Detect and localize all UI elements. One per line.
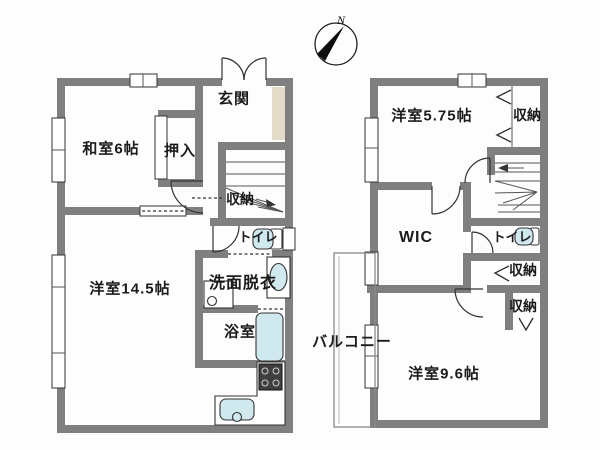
toilet-icon-1f [252,228,283,250]
room-label-toilet-1f: トイレ [238,229,278,245]
floor1-door-arcs [170,180,240,253]
oshiire-sliding-door [154,115,168,180]
room-label-yoshitsu-575: 洋室5.75帖 [391,107,473,125]
window [364,251,379,286]
entry-step [272,87,285,140]
compass-north-label: N [336,13,346,27]
room-label-stair-storage-1f: 収納 [226,191,254,207]
kitchen-sink-icon [219,398,255,423]
staircase-2f [494,162,540,213]
bathtub-icon [255,312,284,362]
room-label-yoshitsu-145: 洋室14.5帖 [89,280,171,298]
washbasin-icon [266,256,291,299]
toilet-icon-2f [514,227,540,246]
staircase-1f [225,161,285,213]
room-label-toilet-2f: トイレ [492,229,532,245]
room-label-yoshitsu-96: 洋室9.6帖 [408,365,480,383]
room-label-bath: 浴室 [223,323,257,341]
room-label-genkan: 玄関 [217,90,251,108]
window [51,254,66,389]
floor2-door-arcs [431,157,494,318]
compass-icon: N [314,13,358,66]
kitchen-counter-icon [214,361,286,426]
floor1-windows [51,73,296,389]
room-label-senmen: 洗面脱衣 [208,275,278,292]
room-label-storage-mid: 収納 [509,262,537,278]
window [282,227,296,251]
washitsu-sliding-door [139,205,187,217]
washing-machine-icon [203,280,234,309]
entrance-double-door-icon [221,57,267,81]
room-label-washitsu: 和室6帖 [82,140,140,158]
stair-direction-arrow [498,164,508,172]
room-label-balcony: バルコニー [312,333,392,351]
room-label-storage-top: 収納 [513,107,541,123]
balcony-outline [333,252,376,428]
closet-folding-doors [493,86,534,332]
room-label-wic: WIC [398,229,434,246]
window [364,117,379,183]
room-label-oshiire: 押入 [163,142,197,160]
room-label-storage-bottom: 収納 [509,298,537,314]
stair-direction-arrow [266,199,276,207]
stove-icon [258,363,283,391]
